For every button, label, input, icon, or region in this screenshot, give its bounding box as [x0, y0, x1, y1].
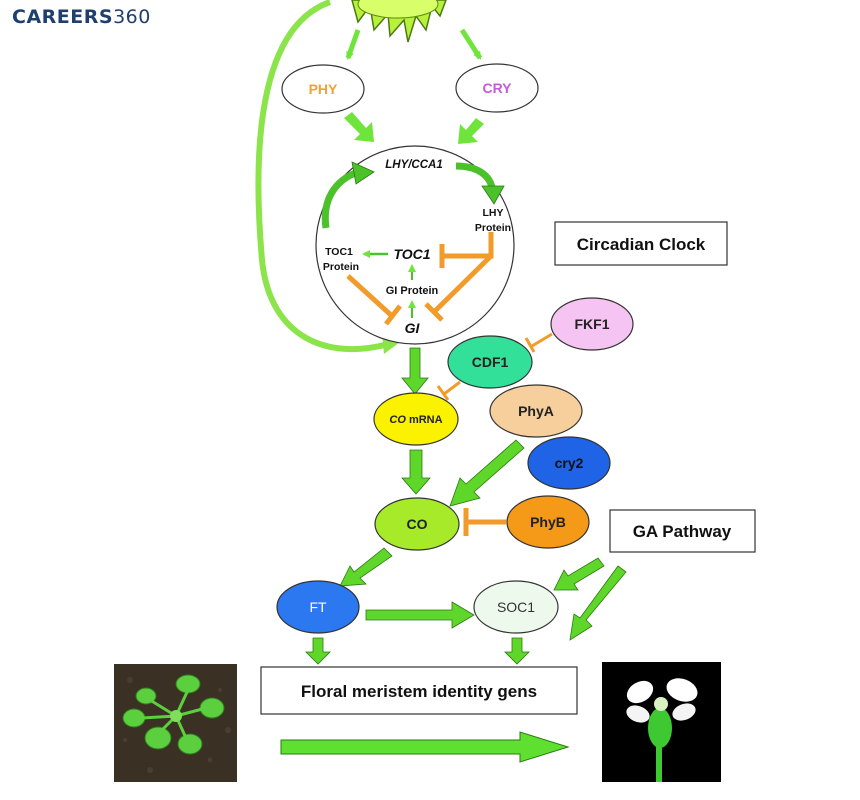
co-to-ft-arrow [339, 547, 393, 587]
circadian-clock-box: Circadian Clock [554, 221, 728, 266]
cdf1-label: CDF1 [472, 354, 509, 370]
cry-label: CRY [482, 80, 512, 96]
soc1-to-floral-arrow [504, 637, 530, 665]
toc1-to-lhy-curve [321, 168, 360, 229]
cdf1-node: CDF1 [447, 335, 533, 389]
toc1-protein-inhibits-gi [346, 274, 402, 326]
svg-text:CO mRNA: CO mRNA [389, 414, 442, 426]
brand-name-bold: CAREERS [12, 6, 114, 28]
lhy-to-protein-curve [455, 162, 496, 189]
brand-logo: CAREERS360 [12, 6, 151, 28]
phya-to-co-arrow [449, 439, 525, 507]
toc1-protein-label-2: Protein [323, 261, 359, 273]
fkf1-inhibits-cdf1 [524, 332, 553, 353]
flower-image [602, 662, 721, 782]
floral-meristem-box: Floral meristem identity gens [260, 666, 578, 715]
lhy-to-protein-arrowhead [481, 185, 505, 205]
sun-icon [351, 0, 447, 43]
circadian-clock-title: Circadian Clock [577, 235, 706, 254]
ft-node: FT [276, 580, 360, 634]
co-mrna-rest-label: mRNA [406, 414, 443, 426]
co-mrna-to-co-arrow [401, 449, 431, 495]
phyb-label: PhyB [530, 514, 566, 530]
lhy-inhibits-gi [424, 254, 493, 322]
toc1-to-lhy-arrowhead [351, 161, 375, 185]
cry2-label: cry2 [555, 455, 584, 471]
cry2-node: cry2 [527, 436, 611, 490]
light-to-phy-arrow [345, 29, 361, 60]
toc1-protein-label-1: TOC1 [325, 246, 353, 258]
phy-to-clock-arrow [344, 112, 374, 142]
lhy-cca1-label: LHY/CCA1 [385, 159, 443, 171]
light-to-gi-curve [255, 0, 389, 353]
ft-to-floral-arrow [305, 637, 331, 665]
fkf1-label: FKF1 [575, 316, 610, 332]
lhy-protein-label-2: Protein [475, 222, 511, 234]
soc1-label: SOC1 [497, 599, 535, 615]
phy-node: PHY [281, 64, 365, 114]
cdf1-inhibits-co-mrna [436, 380, 461, 401]
gi-gene-label: GI [405, 320, 421, 336]
phya-node: PhyA [489, 384, 583, 438]
phy-label: PHY [309, 81, 338, 97]
ga-pathway-box: GA Pathway [609, 509, 756, 553]
ga-pathway-title: GA Pathway [633, 522, 732, 541]
fkf1-node: FKF1 [550, 297, 634, 351]
ga-to-floral-arrow [569, 565, 627, 641]
brand-name-light: 360 [113, 6, 151, 28]
ga-to-soc1-arrow [553, 557, 605, 591]
lhy-inhibits-toc1 [439, 232, 494, 268]
toc1-gene-label: TOC1 [393, 246, 430, 262]
phyb-inhibits-co [463, 508, 506, 536]
phyb-node: PhyB [506, 495, 590, 549]
ft-label: FT [309, 599, 327, 615]
gi-protein-label: GI Protein [386, 285, 439, 297]
co-node: CO [374, 497, 460, 551]
cry-to-clock-arrow [458, 118, 484, 144]
light-to-cry-arrow [459, 28, 483, 60]
co-label: CO [407, 516, 428, 532]
co-mrna-italic-label: CO [389, 414, 406, 426]
development-arrow [280, 731, 570, 763]
ft-to-soc1-arrow [365, 601, 475, 629]
co-mrna-node: CO mRNA [373, 392, 459, 446]
rosette-plant-image [114, 664, 237, 782]
phya-label: PhyA [518, 403, 554, 419]
soc1-node: SOC1 [473, 580, 559, 634]
gi-to-co-mrna-arrow [401, 347, 429, 395]
lhy-protein-label-1: LHY [483, 207, 504, 219]
cry-node: CRY [455, 63, 539, 113]
floral-meristem-title: Floral meristem identity gens [301, 682, 537, 701]
